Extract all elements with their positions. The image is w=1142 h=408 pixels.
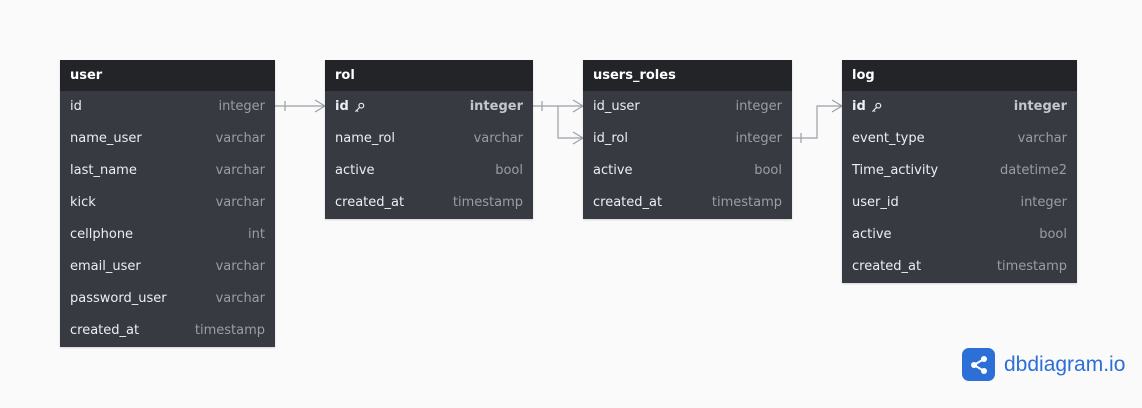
field-type: timestamp <box>452 195 523 210</box>
field-name: created_at <box>593 195 663 210</box>
dbdiagram-logo-icon <box>962 348 995 381</box>
field-name: name_rol <box>335 131 395 146</box>
field-name: created_at <box>852 259 922 274</box>
table-rol[interactable]: rol id integer name_rol varchar active boo… <box>325 60 533 219</box>
field-type: timestamp <box>996 259 1067 274</box>
field-name: password_user <box>70 291 167 306</box>
field-type: varchar <box>215 291 265 306</box>
field-type: integer <box>218 99 265 114</box>
field-name: id <box>335 99 349 114</box>
field-name: active <box>335 163 375 178</box>
key-icon <box>871 102 882 112</box>
field-name: event_type <box>852 131 925 146</box>
field-name: user_id <box>852 195 899 210</box>
field-name: created_at <box>335 195 405 210</box>
field-name: created_at <box>70 323 140 338</box>
field-type: integer <box>735 131 782 146</box>
field-row[interactable]: id_rol integer <box>583 123 792 155</box>
field-type: bool <box>754 163 782 178</box>
field-row[interactable]: name_rol varchar <box>325 123 533 155</box>
field-name: active <box>593 163 633 178</box>
field-name: kick <box>70 195 96 210</box>
field-row[interactable]: created_at timestamp <box>583 187 792 219</box>
field-row[interactable]: email_user varchar <box>60 251 275 283</box>
field-row-primary-key[interactable]: id integer <box>325 91 533 123</box>
many-marker <box>572 99 584 113</box>
field-row[interactable]: password_user varchar <box>60 283 275 315</box>
brand-name: dbdiagram.io <box>1004 352 1126 376</box>
field-row[interactable]: Time_activity datetime2 <box>842 155 1077 187</box>
field-row[interactable]: kick varchar <box>60 187 275 219</box>
table-header[interactable]: users_roles <box>583 60 792 91</box>
field-name: id <box>852 99 866 114</box>
field-row[interactable]: active bool <box>583 155 792 187</box>
key-icon <box>354 102 365 112</box>
many-marker <box>314 99 326 113</box>
relation-users-roles-log <box>792 105 842 139</box>
field-type: bool <box>1039 227 1067 242</box>
field-type: integer <box>469 99 523 114</box>
field-type: datetime2 <box>1000 163 1067 178</box>
field-type: timestamp <box>711 195 782 210</box>
field-row-primary-key[interactable]: id integer <box>842 91 1077 123</box>
field-row[interactable]: name_user varchar <box>60 123 275 155</box>
field-type: varchar <box>215 259 265 274</box>
field-type: int <box>248 227 265 242</box>
field-name: last_name <box>70 163 137 178</box>
field-row[interactable]: active bool <box>842 219 1077 251</box>
field-row[interactable]: id_user integer <box>583 91 792 123</box>
field-row[interactable]: created_at timestamp <box>325 187 533 219</box>
field-row[interactable]: user_id integer <box>842 187 1077 219</box>
field-type: varchar <box>1017 131 1067 146</box>
field-row[interactable]: cellphone int <box>60 219 275 251</box>
table-header[interactable]: log <box>842 60 1077 91</box>
table-header[interactable]: rol <box>325 60 533 91</box>
table-log[interactable]: log id integer event_type varchar Time_ac… <box>842 60 1077 283</box>
many-marker <box>572 131 584 145</box>
field-type: bool <box>495 163 523 178</box>
field-row[interactable]: created_at timestamp <box>60 315 275 347</box>
relation-rol-users-roles-rol <box>557 106 583 139</box>
field-row[interactable]: active bool <box>325 155 533 187</box>
field-row[interactable]: event_type varchar <box>842 123 1077 155</box>
field-name: cellphone <box>70 227 134 242</box>
field-name: email_user <box>70 259 141 274</box>
table-header[interactable]: user <box>60 60 275 91</box>
field-name: id <box>70 99 82 114</box>
field-type: integer <box>1020 195 1067 210</box>
field-row[interactable]: id integer <box>60 91 275 123</box>
field-type: varchar <box>215 163 265 178</box>
field-type: varchar <box>215 131 265 146</box>
field-name: name_user <box>70 131 142 146</box>
field-name: active <box>852 227 892 242</box>
field-row[interactable]: last_name varchar <box>60 155 275 187</box>
field-row[interactable]: created_at timestamp <box>842 251 1077 283</box>
share-nodes-icon <box>970 355 987 374</box>
brand-watermark[interactable]: dbdiagram.io <box>962 348 1125 381</box>
field-type: integer <box>1013 99 1067 114</box>
field-name: id_rol <box>593 131 628 146</box>
many-marker <box>831 99 843 113</box>
field-type: timestamp <box>194 323 265 338</box>
field-name: Time_activity <box>852 163 939 178</box>
field-type: integer <box>735 99 782 114</box>
field-name: id_user <box>593 99 640 114</box>
field-type: varchar <box>215 195 265 210</box>
field-type: varchar <box>473 131 523 146</box>
